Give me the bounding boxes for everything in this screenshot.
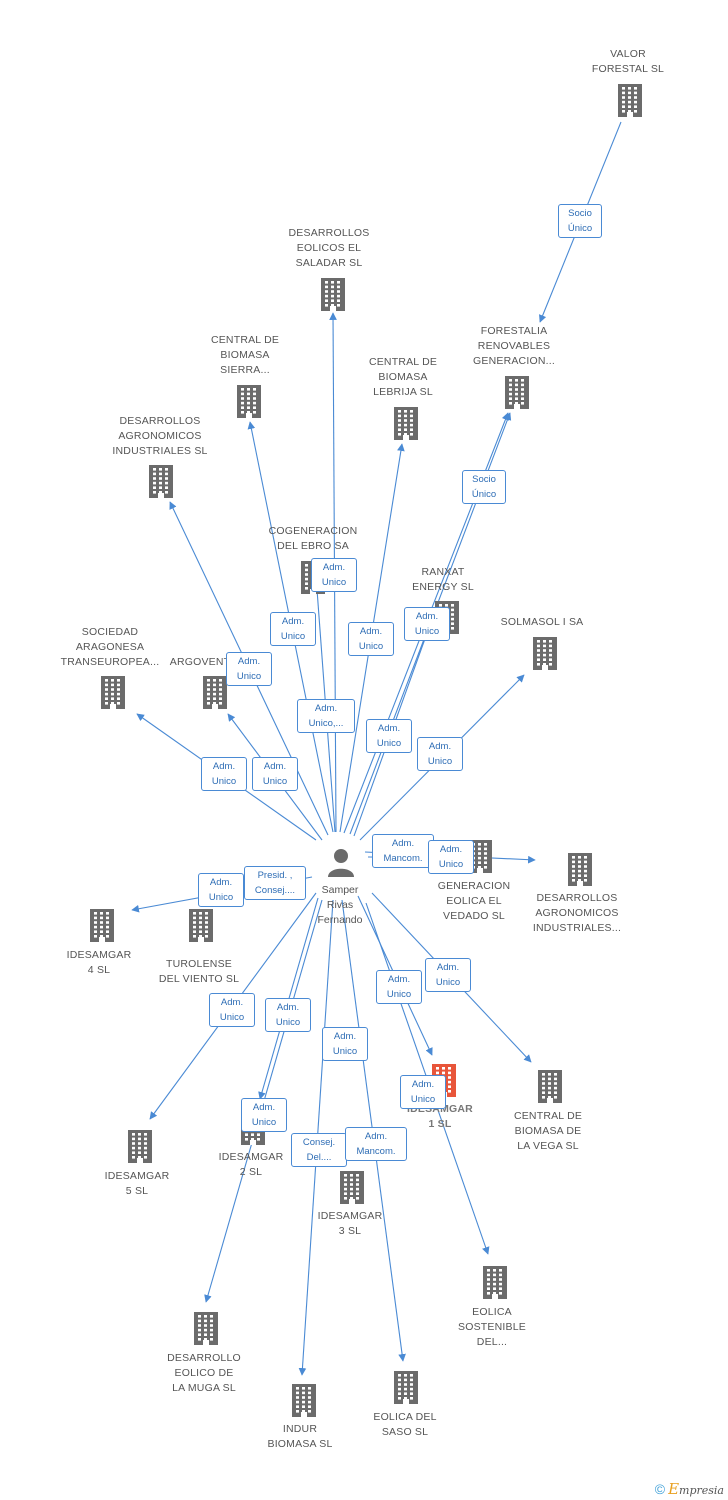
building-icon[interactable] (318, 277, 348, 311)
brand-initial: E (668, 1480, 680, 1498)
relation-badge[interactable]: Presid. , Consej.... (244, 866, 306, 900)
relation-badge[interactable]: Adm. Unico (417, 737, 463, 771)
building-icon[interactable] (502, 375, 532, 409)
building-icon[interactable] (535, 1069, 565, 1103)
relation-badge[interactable]: Adm. Unico (241, 1098, 287, 1132)
relation-badge[interactable]: Adm. Unico (209, 993, 255, 1027)
company-label-ranxat[interactable]: RANXAT ENERGY SL (412, 566, 474, 593)
relation-badge[interactable]: Adm. Unico (404, 607, 450, 641)
company-label-ides2[interactable]: IDESAMGAR 2 SL (218, 1151, 284, 1178)
relation-badge[interactable]: Adm. Unico (425, 958, 471, 992)
company-label-lebrija[interactable]: CENTRAL DE BIOMASA LEBRIJA SL (368, 356, 438, 398)
brand-name: mpresia (679, 1484, 724, 1497)
person-icon[interactable] (325, 846, 357, 878)
relation-badge[interactable]: Consej. Del.... (291, 1133, 347, 1167)
company-label-valor[interactable]: VALOR FORESTAL SL (591, 48, 665, 75)
relation-badge[interactable]: Socio Único (558, 204, 602, 238)
building-icon[interactable] (200, 675, 230, 709)
relation-badge[interactable]: Adm. Unico (428, 840, 474, 874)
company-label-dai1[interactable]: DESARROLLOS AGRONOMICOS INDUSTRIALES SL (112, 415, 208, 457)
relation-badge[interactable]: Adm. Unico (322, 1027, 368, 1061)
company-label-ides1[interactable]: IDESAMGAR 1 SL (407, 1103, 473, 1130)
relation-badge[interactable]: Adm. Unico (265, 998, 311, 1032)
building-icon[interactable] (391, 406, 421, 440)
building-icon[interactable] (530, 636, 560, 670)
relation-badge[interactable]: Adm. Unico (400, 1075, 446, 1109)
relation-badge[interactable]: Adm. Unico (252, 757, 298, 791)
copyright-symbol: © (654, 1481, 666, 1497)
company-label-dai2[interactable]: DESARROLLOS AGRONOMICOS INDUSTRIALES... (532, 892, 622, 934)
company-label-sociedad[interactable]: SOCIEDAD ARAGONESA TRANSEUROPEA... (60, 626, 160, 668)
company-label-argovent[interactable]: ARGOVENT (169, 656, 231, 668)
building-icon[interactable] (125, 1129, 155, 1163)
company-label-ides3[interactable]: IDESAMGAR 3 SL (317, 1210, 383, 1237)
person-label[interactable]: Samper Rivas Fernando (317, 884, 363, 926)
relation-badge[interactable]: Adm. Unico (270, 612, 316, 646)
building-icon[interactable] (191, 1311, 221, 1345)
company-label-forestalia[interactable]: FORESTALIA RENOVABLES GENERACION... (473, 325, 555, 367)
relation-badge[interactable]: Adm. Unico (226, 652, 272, 686)
building-icon[interactable] (98, 675, 128, 709)
company-label-saladar[interactable]: DESARROLLOS EOLICOS EL SALADAR SL (288, 227, 370, 269)
company-label-vega[interactable]: CENTRAL DE BIOMASA DE LA VEGA SL (513, 1110, 583, 1152)
building-icon[interactable] (186, 908, 216, 942)
company-label-solmasol[interactable]: SOLMASOL I SA (500, 616, 584, 628)
relation-badge[interactable]: Adm. Unico,... (297, 699, 355, 733)
building-icon[interactable] (615, 83, 645, 117)
company-label-turolense[interactable]: TUROLENSE DEL VIENTO SL (158, 958, 240, 985)
company-label-eolsost[interactable]: EOLICA SOSTENIBLE DEL... (458, 1306, 526, 1348)
company-label-muga[interactable]: DESARROLLO EOLICO DE LA MUGA SL (167, 1352, 241, 1394)
building-icon[interactable] (87, 908, 117, 942)
building-icon[interactable] (480, 1265, 510, 1299)
company-label-indur[interactable]: INDUR BIOMASA SL (267, 1423, 333, 1450)
relation-badge[interactable]: Adm. Unico (198, 873, 244, 907)
building-icon[interactable] (337, 1170, 367, 1204)
relation-badge[interactable]: Adm. Unico (376, 970, 422, 1004)
brand-footer: ©Empresia (655, 1480, 724, 1498)
company-label-sierra[interactable]: CENTRAL DE BIOMASA SIERRA... (210, 334, 280, 376)
relation-badge[interactable]: Adm. Mancom. (345, 1127, 407, 1161)
relation-badge[interactable]: Adm. Unico (366, 719, 412, 753)
company-label-ides5[interactable]: IDESAMGAR 5 SL (104, 1170, 170, 1197)
building-icon[interactable] (146, 464, 176, 498)
building-icon[interactable] (391, 1370, 421, 1404)
company-label-saso[interactable]: EOLICA DEL SASO SL (373, 1411, 437, 1438)
building-icon[interactable] (565, 852, 595, 886)
company-label-vedado[interactable]: GENERACION EOLICA EL VEDADO SL (437, 880, 511, 922)
relation-badge[interactable]: Adm. Mancom. (372, 834, 434, 868)
relation-badge[interactable]: Adm. Unico (201, 757, 247, 791)
building-icon[interactable] (289, 1383, 319, 1417)
building-icon[interactable] (234, 384, 264, 418)
company-label-ebro[interactable]: COGENERACION DEL EBRO SA (268, 525, 358, 552)
relation-badge[interactable]: Socio Único (462, 470, 506, 504)
company-label-ides4[interactable]: IDESAMGAR 4 SL (66, 949, 132, 976)
relation-badge[interactable]: Adm. Unico (311, 558, 357, 592)
relation-badge[interactable]: Adm. Unico (348, 622, 394, 656)
